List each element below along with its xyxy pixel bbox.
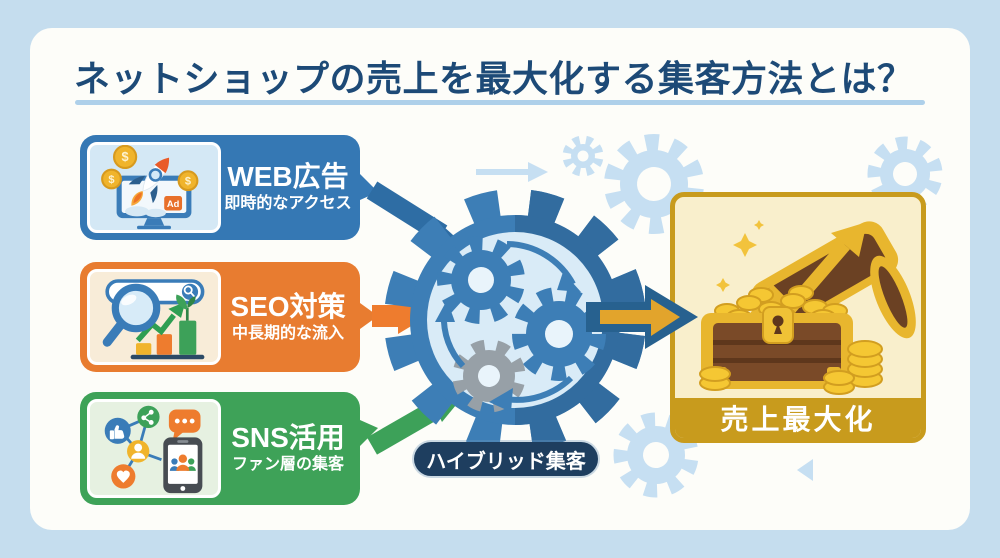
title-underline — [75, 100, 925, 105]
svg-text:$: $ — [122, 149, 129, 164]
thumbs-up-icon — [104, 417, 131, 444]
smartphone-icon — [163, 437, 203, 494]
chest-lock-icon — [762, 306, 794, 344]
chat-bubble-icon — [168, 409, 201, 442]
sparkle-icon — [716, 220, 764, 292]
channel-box-sns: SNS活用 ファン層の集客 — [80, 392, 360, 505]
plant-icon — [176, 294, 196, 321]
chest-body — [701, 306, 853, 389]
svg-text:$: $ — [108, 174, 114, 186]
outcome-label: 売上最大化 — [675, 398, 921, 438]
channel-box-seo: SEO対策 中長期的な流入 — [80, 262, 360, 372]
rocket-icon — [128, 157, 170, 206]
hub-label: ハイブリッド集客 — [426, 450, 586, 473]
sns-illustration — [87, 399, 221, 498]
svg-text:$: $ — [185, 176, 191, 188]
channel-label-sns: SNS活用 — [231, 422, 345, 453]
page-title: ネットショップの売上を最大化する集客方法とは？ — [74, 58, 914, 99]
heart-icon — [111, 464, 136, 489]
seo-illustration — [87, 269, 221, 365]
coin-icon: $ $ $ — [101, 145, 199, 192]
bar-chart-icon — [130, 320, 205, 360]
user-icon — [127, 440, 150, 463]
channel-box-web-ads: Ad $ $ $ — [80, 135, 360, 240]
channel-sublabel-web-ads: 即時的なアクセス — [224, 195, 352, 212]
channel-label-seo: SEO対策 — [230, 290, 346, 322]
magnifier-icon — [102, 283, 161, 347]
share-icon — [137, 405, 160, 429]
ad-badge-label: Ad — [167, 199, 180, 209]
channel-label-web-ads: WEB広告 — [227, 161, 349, 192]
coin-stack-icon — [699, 340, 883, 395]
hub-label-pill: ハイブリッド集客 — [414, 442, 598, 476]
channel-sublabel-sns: ファン層の集客 — [231, 456, 344, 473]
channel-sublabel-seo: 中長期的な流入 — [231, 324, 344, 342]
treasure-chest-illustration — [675, 197, 921, 398]
outcome-box: 売上最大化 — [670, 192, 926, 443]
web-ads-illustration: Ad $ $ $ — [87, 142, 221, 233]
